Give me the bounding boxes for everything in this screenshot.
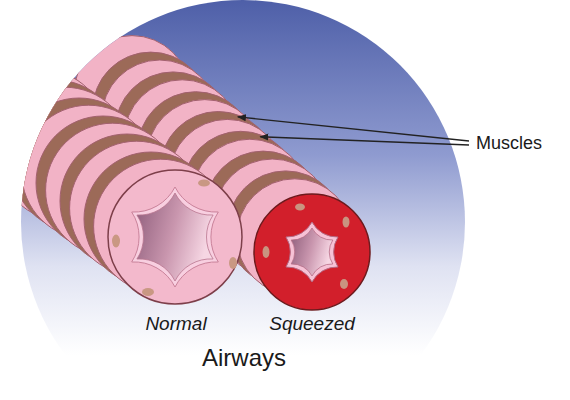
squeezed-airway-section bbox=[254, 194, 370, 310]
airway-wall-section bbox=[108, 170, 242, 304]
part-label: Squeezed bbox=[269, 313, 355, 335]
part-label: Normal bbox=[145, 313, 206, 335]
muscle-dot bbox=[112, 235, 120, 248]
muscle-dot bbox=[343, 217, 350, 228]
airway-lining bbox=[132, 187, 219, 287]
callout-label: Muscles bbox=[476, 133, 542, 154]
muscle-dot bbox=[198, 180, 210, 187]
airway-tubes bbox=[0, 36, 370, 310]
leader-arrow bbox=[260, 137, 469, 145]
caption-label: Airways bbox=[202, 344, 286, 372]
airway-lumen bbox=[137, 193, 213, 281]
airway-lumen bbox=[291, 228, 333, 276]
muscle-dot bbox=[340, 279, 348, 289]
normal-airway-section bbox=[108, 170, 242, 304]
background-circle bbox=[21, 0, 465, 400]
muscle-dot bbox=[142, 288, 154, 296]
muscle-dot bbox=[263, 246, 270, 258]
muscle-dot bbox=[229, 257, 237, 269]
airway-wall-section bbox=[254, 194, 370, 310]
airway-lining bbox=[286, 222, 338, 282]
muscle-dot bbox=[295, 204, 305, 211]
